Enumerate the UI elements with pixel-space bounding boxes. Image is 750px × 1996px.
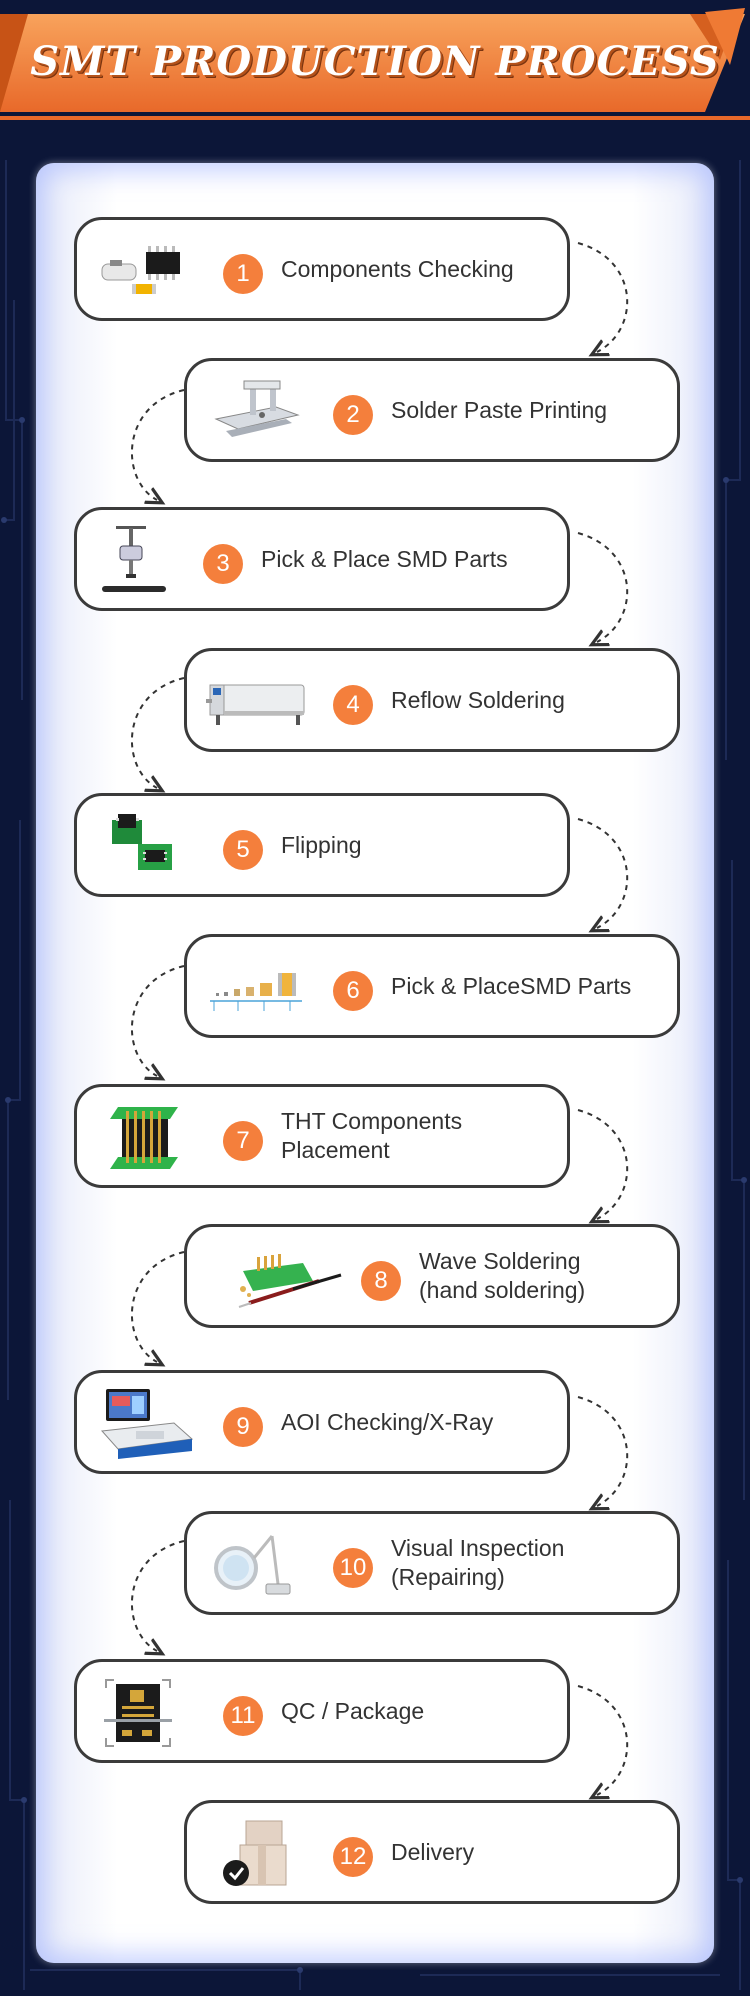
page-title: SMT PRODUCTION PROCESS bbox=[30, 38, 720, 85]
soldering-iron-icon bbox=[233, 1241, 343, 1315]
step-label: Visual Inspection (Repairing) bbox=[391, 1535, 565, 1590]
step-6: 6 Pick & PlaceSMD Parts bbox=[184, 934, 680, 1038]
flipped-boards-icon bbox=[95, 810, 197, 884]
chip-package-icon bbox=[95, 1676, 197, 1750]
step-label: Wave Soldering (hand soldering) bbox=[419, 1248, 586, 1303]
pick-place-nozzle-icon bbox=[95, 524, 197, 598]
components-icon bbox=[95, 234, 197, 308]
step-number-badge: 6 bbox=[333, 971, 373, 1011]
magnifier-lamp-icon bbox=[205, 1528, 307, 1602]
step-11: 11 QC / Package bbox=[74, 1659, 570, 1763]
step-number-badge: 8 bbox=[361, 1261, 401, 1301]
pin-header-icon bbox=[95, 1101, 197, 1175]
banner-ribbon bbox=[0, 8, 750, 120]
step-label: Flipping bbox=[281, 831, 362, 858]
step-10: 10 Visual Inspection (Repairing) bbox=[184, 1511, 680, 1615]
smd-parts-ruler-icon bbox=[205, 951, 307, 1025]
step-label: AOI Checking/X-Ray bbox=[281, 1408, 494, 1435]
step-8: 8 Wave Soldering (hand soldering) bbox=[184, 1224, 680, 1328]
step-number-badge: 1 bbox=[223, 254, 263, 294]
step-number-badge: 12 bbox=[333, 1837, 373, 1877]
step-label: THT Components Placement bbox=[281, 1108, 463, 1163]
step-9: 9 AOI Checking/X-Ray bbox=[74, 1370, 570, 1474]
aoi-machine-icon bbox=[95, 1387, 197, 1461]
step-label: Solder Paste Printing bbox=[391, 396, 608, 423]
step-number-badge: 3 bbox=[203, 544, 243, 584]
step-label: QC / Package bbox=[281, 1697, 425, 1724]
step-number-badge: 5 bbox=[223, 830, 263, 870]
delivery-boxes-icon bbox=[205, 1817, 307, 1891]
step-number-badge: 7 bbox=[223, 1121, 263, 1161]
header-banner: SMT PRODUCTION PROCESS bbox=[0, 0, 750, 125]
step-3: 3 Pick & Place SMD Parts bbox=[74, 507, 570, 611]
step-7: 7 THT Components Placement bbox=[74, 1084, 570, 1188]
stencil-printer-icon bbox=[205, 375, 307, 449]
step-label: Pick & PlaceSMD Parts bbox=[391, 972, 632, 999]
step-label: Delivery bbox=[391, 1838, 475, 1865]
step-number-badge: 10 bbox=[333, 1548, 373, 1588]
step-label: Components Checking bbox=[281, 255, 514, 282]
reflow-oven-icon bbox=[205, 665, 307, 739]
step-2: 2 Solder Paste Printing bbox=[184, 358, 680, 462]
step-1: 1 Components Checking bbox=[74, 217, 570, 321]
step-number-badge: 11 bbox=[223, 1696, 263, 1736]
step-4: 4 Reflow Soldering bbox=[184, 648, 680, 752]
step-12: 12 Delivery bbox=[184, 1800, 680, 1904]
step-number-badge: 9 bbox=[223, 1407, 263, 1447]
step-label: Pick & Place SMD Parts bbox=[261, 545, 508, 572]
step-5: 5 Flipping bbox=[74, 793, 570, 897]
step-label: Reflow Soldering bbox=[391, 686, 565, 713]
step-number-badge: 2 bbox=[333, 395, 373, 435]
step-number-badge: 4 bbox=[333, 685, 373, 725]
